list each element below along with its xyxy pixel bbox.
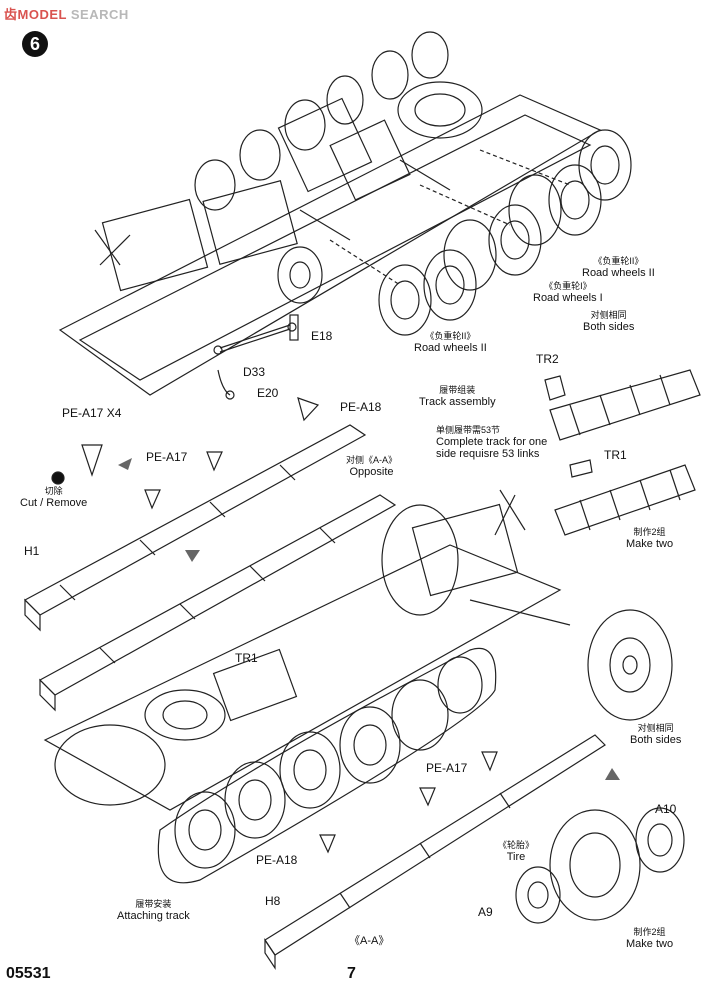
label-road-wheels-i: 《负重轮I》 Road wheels I: [533, 281, 603, 304]
linkage-parts: [213, 314, 299, 400]
part-pe-a18-top: PE-A18: [340, 400, 382, 414]
upper-front-wheels: [329, 129, 632, 336]
label-make-two-top: 制作2组 Make two: [626, 527, 674, 550]
side-skirts: [24, 424, 606, 970]
label-section-aa: 《A-A》: [349, 935, 390, 947]
part-d33: D33: [243, 365, 266, 379]
label-track-assembly: 履带组装 Track assembly: [419, 385, 496, 408]
pe-tags: [81, 397, 498, 854]
part-tr1-center: TR1: [235, 651, 258, 665]
part-pe-a17-x4: PE-A17 X4: [62, 406, 122, 420]
front-wheel-right: [587, 609, 673, 721]
watermark: 齿MODEL SEARCH: [4, 7, 129, 22]
label-cut-remove: 切除 Cut / Remove: [20, 486, 88, 509]
part-a9: A9: [478, 905, 493, 919]
label-road-wheels-ii-top: 《负重轮II》 Road wheels II: [582, 256, 655, 279]
cut-icon: [51, 471, 65, 485]
part-pe-a17-low: PE-A17: [426, 761, 468, 775]
part-e18: E18: [311, 329, 333, 343]
part-a10: A10: [655, 802, 677, 816]
label-make-two-bottom: 制作2组 Make two: [626, 927, 674, 950]
part-tr2: TR2: [536, 352, 559, 366]
lower-vehicle: [43, 489, 571, 884]
track-assembly-links: [544, 369, 701, 536]
part-h1: H1: [24, 544, 40, 558]
label-opposite: 对侧《A-A》 Opposite: [346, 455, 398, 478]
direction-arrows: [118, 458, 620, 780]
footer-kit-code: 05531: [6, 965, 51, 982]
label-tire: 《轮胎》 Tire: [498, 840, 535, 863]
step-number-badge: 6: [22, 31, 48, 57]
part-e20: E20: [257, 386, 279, 400]
label-both-sides-right: 对侧相同 Both sides: [630, 723, 682, 746]
part-pe-a18-low: PE-A18: [256, 853, 298, 867]
upper-chassis: [58, 94, 602, 396]
tire-wheel-assembly: [515, 807, 685, 924]
label-road-wheels-ii-low: 《负重轮II》 Road wheels II: [414, 331, 487, 354]
part-h8: H8: [265, 894, 281, 908]
upper-back-wheels: [194, 31, 483, 304]
label-complete-track: 单侧履带需53节 Complete track for one side req…: [436, 425, 548, 460]
label-attaching-track: 履带安装 Attaching track: [117, 899, 190, 922]
part-tr1-right: TR1: [604, 448, 627, 462]
label-both-sides-top: 对侧相同 Both sides: [583, 310, 635, 333]
part-pe-a17-mid: PE-A17: [146, 450, 188, 464]
footer-page-number: 7: [347, 965, 356, 982]
